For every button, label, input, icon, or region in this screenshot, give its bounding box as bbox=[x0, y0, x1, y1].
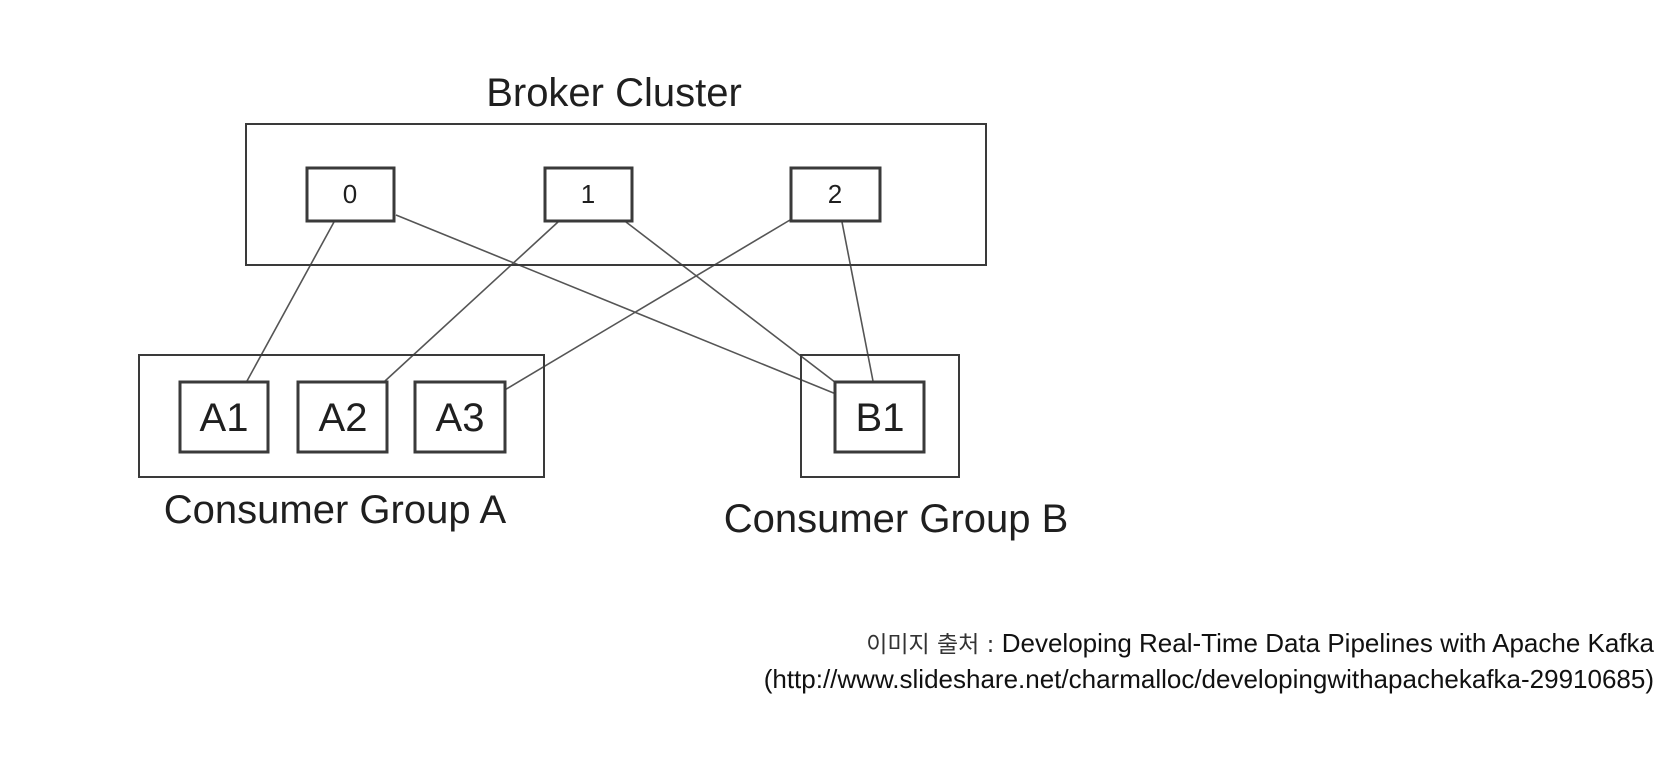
credit-title-line: 이미지 출처 : Developing Real-Time Data Pipel… bbox=[764, 626, 1654, 662]
consumer-group-a: A1 A2 A3 Consumer Group A bbox=[138, 354, 545, 532]
consumer-node-label: A1 bbox=[200, 396, 249, 440]
consumer-node-label: A3 bbox=[436, 396, 485, 440]
consumer-node-a1: A1 bbox=[178, 380, 270, 454]
consumer-node-b1: B1 bbox=[833, 380, 926, 454]
broker-node-label: 1 bbox=[581, 179, 595, 209]
consumer-node-a3: A3 bbox=[413, 380, 507, 454]
broker-node-label: 0 bbox=[343, 179, 357, 209]
consumer-group-a-frame bbox=[138, 354, 545, 478]
broker-cluster: Broker Cluster 0 1 2 bbox=[245, 71, 987, 266]
image-source-credit: 이미지 출처 : Developing Real-Time Data Pipel… bbox=[764, 626, 1654, 696]
broker-node-0: 0 bbox=[305, 166, 396, 223]
edge-2-A3 bbox=[502, 219, 791, 392]
consumer-group-b-title: Consumer Group B bbox=[724, 497, 1069, 541]
edge-0-B1 bbox=[395, 214, 837, 395]
consumer-node-label: A2 bbox=[319, 396, 368, 440]
consumer-group-a-title: Consumer Group A bbox=[164, 488, 507, 532]
edge-0-A1 bbox=[246, 221, 335, 382]
credit-title: Developing Real-Time Data Pipelines with… bbox=[1001, 628, 1654, 658]
consumer-node-a2: A2 bbox=[296, 380, 389, 454]
edge-2-B1 bbox=[841, 221, 874, 382]
consumer-group-b: B1 Consumer Group B bbox=[724, 354, 1069, 541]
broker-node-label: 2 bbox=[828, 179, 842, 209]
credit-url: (http://www.slideshare.net/charmalloc/de… bbox=[763, 664, 1654, 694]
consumer-group-b-frame bbox=[800, 354, 960, 478]
broker-node-1: 1 bbox=[543, 166, 634, 223]
consumer-node-label: B1 bbox=[856, 396, 905, 440]
edge-1-B1 bbox=[625, 221, 841, 387]
broker-cluster-title: Broker Cluster bbox=[486, 71, 742, 115]
broker-cluster-frame bbox=[245, 123, 987, 266]
connection-lines bbox=[246, 214, 874, 395]
kafka-consumer-group-diagram: Broker Cluster 0 1 2 A1 A2 A3 Consu bbox=[138, 71, 1069, 541]
broker-node-2: 2 bbox=[789, 166, 882, 223]
credit-prefix: 이미지 출처 : bbox=[866, 632, 1002, 658]
